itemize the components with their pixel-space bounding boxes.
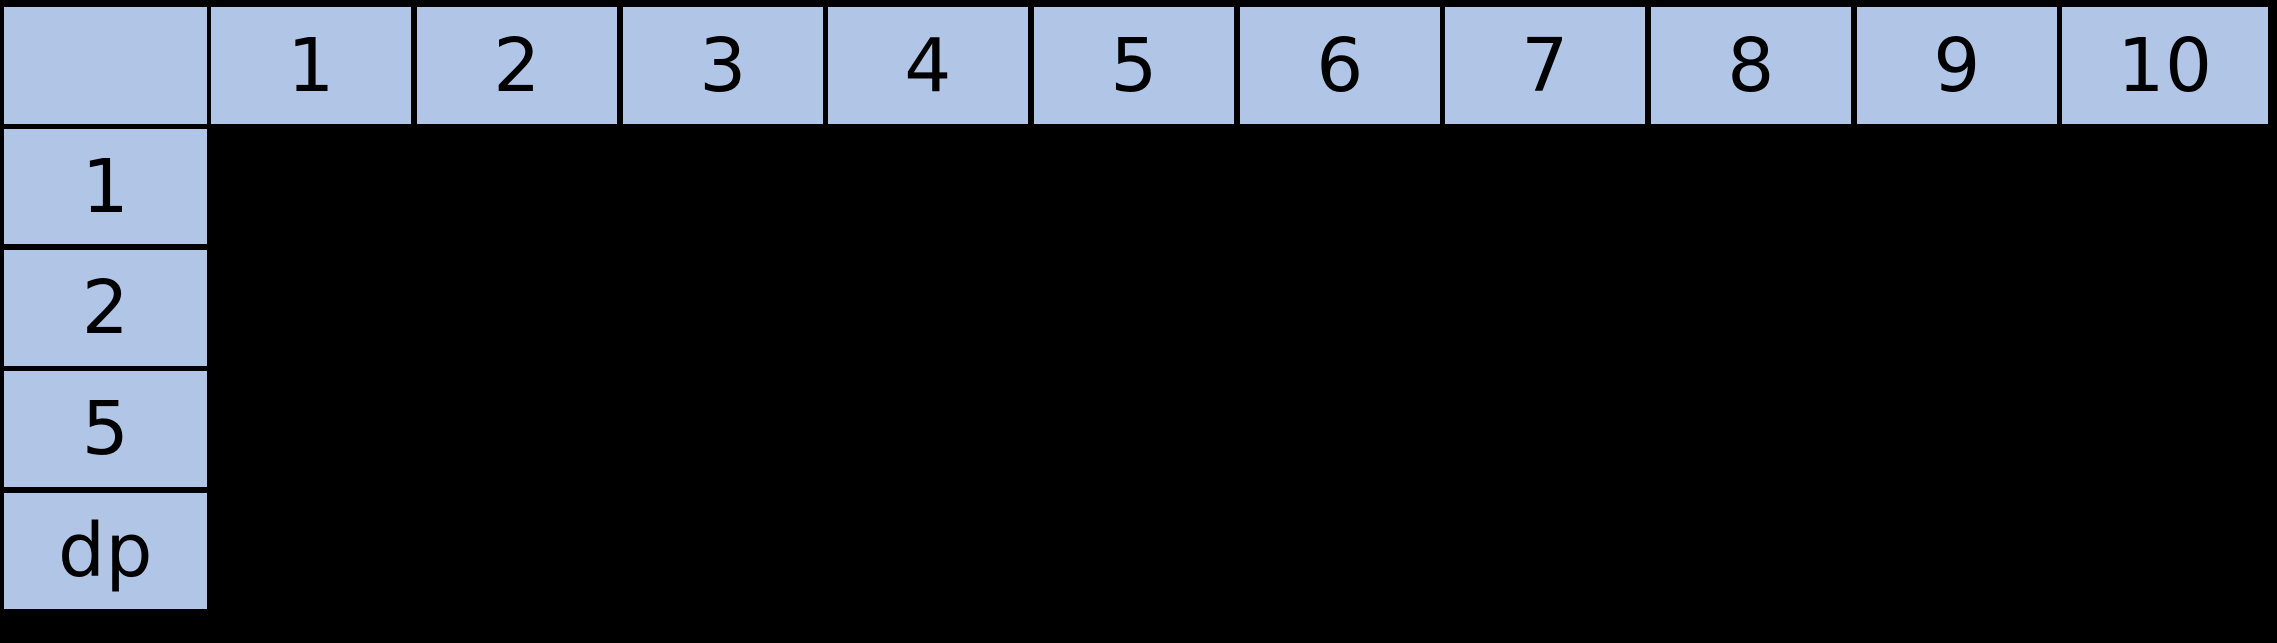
table-row[interactable] bbox=[211, 371, 2268, 487]
column-header-6[interactable]: 6 bbox=[1240, 7, 1440, 124]
column-header-10[interactable]: 10 bbox=[2062, 7, 2268, 124]
row-header-5[interactable]: 5 bbox=[4, 371, 207, 487]
table-corner-cell bbox=[4, 7, 207, 124]
table-row[interactable] bbox=[211, 129, 2268, 244]
row-header-1[interactable]: 1 bbox=[4, 129, 207, 244]
column-header-4[interactable]: 4 bbox=[828, 7, 1028, 124]
column-header-8[interactable]: 8 bbox=[1651, 7, 1851, 124]
column-header-1[interactable]: 1 bbox=[211, 7, 411, 124]
column-header-3[interactable]: 3 bbox=[623, 7, 823, 124]
column-header-9[interactable]: 9 bbox=[1857, 7, 2057, 124]
column-header-2[interactable]: 2 bbox=[417, 7, 617, 124]
row-header-2[interactable]: 2 bbox=[4, 250, 207, 366]
table-row[interactable] bbox=[211, 493, 2268, 609]
column-header-7[interactable]: 7 bbox=[1445, 7, 1645, 124]
column-header-5[interactable]: 5 bbox=[1034, 7, 1234, 124]
row-header-dp[interactable]: dp bbox=[4, 493, 207, 609]
table-row[interactable] bbox=[211, 250, 2268, 366]
